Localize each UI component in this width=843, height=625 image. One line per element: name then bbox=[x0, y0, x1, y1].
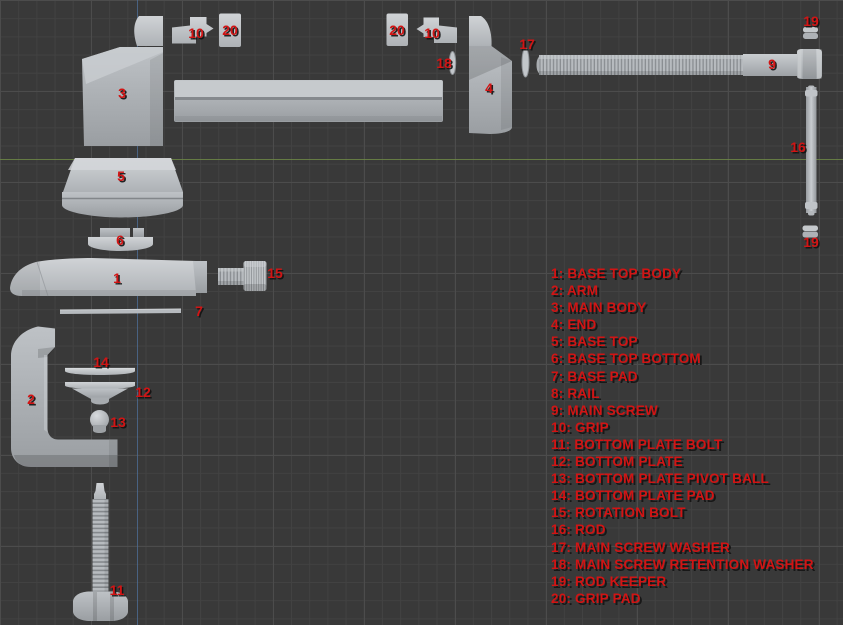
legend-line: 10: GRIP bbox=[551, 419, 609, 435]
label-main-body: 3 bbox=[118, 85, 126, 101]
legend-line: 14: BOTTOM PLATE PAD bbox=[551, 488, 715, 504]
label-bottom-plate: 12 bbox=[135, 384, 151, 400]
label-rod-keeper-bottom: 19 bbox=[803, 234, 819, 250]
label-grip-right: 10 bbox=[424, 25, 440, 41]
legend-line: 12: BOTTOM PLATE bbox=[551, 454, 683, 470]
legend-line: 15: ROTATION BOLT bbox=[551, 505, 686, 521]
label-rod-keeper-top: 19 bbox=[803, 13, 819, 29]
legend-line: 5: BASE TOP bbox=[551, 334, 638, 350]
part-main-screw-washer[interactable] bbox=[521, 47, 530, 78]
part-bottom-plate-pivot-ball[interactable] bbox=[90, 410, 109, 433]
part-grip-pad-left[interactable] bbox=[219, 13, 241, 48]
part-main-screw-retention-washer[interactable] bbox=[448, 51, 457, 75]
part-main-screw[interactable] bbox=[536, 49, 823, 79]
legend-line: 19: ROD KEEPER bbox=[551, 573, 667, 589]
part-bottom-plate-pad[interactable] bbox=[65, 367, 135, 376]
legend-line: 16: ROD bbox=[551, 522, 606, 538]
part-main-body[interactable] bbox=[82, 16, 163, 146]
part-base-top[interactable] bbox=[62, 158, 183, 218]
legend-line: 6: BASE TOP BOTTOM bbox=[551, 351, 701, 367]
label-grip-pad-right: 20 bbox=[389, 22, 405, 38]
part-base-pad[interactable] bbox=[59, 308, 182, 314]
label-grip-pad-left: 20 bbox=[222, 22, 238, 38]
label-end: 4 bbox=[485, 80, 493, 96]
label-pivot-ball: 13 bbox=[110, 414, 126, 430]
label-rotation-bolt: 15 bbox=[267, 265, 283, 281]
part-rod-keeper-top[interactable] bbox=[803, 27, 818, 39]
legend-line: 2: ARM bbox=[551, 283, 599, 299]
legend-line: 1: BASE TOP BODY bbox=[551, 266, 682, 281]
legend-line: 13: BOTTOM PLATE PIVOT BALL bbox=[551, 471, 769, 487]
part-grip-left[interactable] bbox=[172, 17, 214, 44]
label-main-screw: 9 bbox=[768, 56, 776, 72]
parts-legend: 1: BASE TOP BODY 2: ARM 3: MAIN BODY 4: … bbox=[551, 265, 814, 607]
part-base-top-body[interactable] bbox=[10, 258, 207, 297]
label-bottom-plate-bolt: 11 bbox=[109, 582, 125, 598]
part-rod-keeper-bottom[interactable] bbox=[802, 225, 819, 238]
part-grip-right[interactable] bbox=[416, 17, 458, 44]
part-base-top-bottom[interactable] bbox=[88, 228, 153, 251]
legend-line: 4: END bbox=[551, 317, 597, 333]
part-bottom-plate[interactable] bbox=[65, 382, 135, 405]
legend-line: 18: MAIN SCREW RETENTION WASHER bbox=[551, 556, 814, 572]
label-grip-left: 10 bbox=[188, 25, 204, 41]
part-rail[interactable] bbox=[174, 80, 443, 122]
legend-line: 9: MAIN SCREW bbox=[551, 402, 658, 418]
axis-line-green bbox=[0, 159, 843, 160]
label-base-top-bottom: 6 bbox=[116, 232, 124, 248]
part-end[interactable] bbox=[469, 16, 512, 134]
label-base-top: 5 bbox=[117, 168, 125, 184]
legend-line: 17: MAIN SCREW WASHER bbox=[551, 539, 730, 555]
legend-line: 3: MAIN BODY bbox=[551, 300, 647, 316]
label-bottom-plate-pad: 14 bbox=[93, 354, 109, 370]
label-retention-washer: 18 bbox=[436, 55, 452, 71]
part-rod[interactable] bbox=[805, 85, 818, 216]
label-rod: 16 bbox=[790, 139, 806, 155]
label-base-pad: 7 bbox=[195, 303, 203, 319]
label-base-top-body: 1 bbox=[113, 270, 121, 286]
label-arm: 2 bbox=[27, 391, 35, 407]
legend-line: 8: RAIL bbox=[551, 385, 600, 401]
label-screw-washer: 17 bbox=[519, 36, 535, 52]
legend-line: 7: BASE PAD bbox=[551, 368, 638, 384]
part-bottom-plate-bolt[interactable] bbox=[73, 483, 128, 621]
part-rotation-bolt[interactable] bbox=[218, 261, 267, 291]
part-arm[interactable] bbox=[11, 326, 118, 468]
part-grip-pad-right[interactable] bbox=[386, 13, 409, 47]
legend-line: 20: GRIP PAD bbox=[551, 590, 641, 606]
legend-line: 11: BOTTOM PLATE BOLT bbox=[551, 436, 723, 452]
